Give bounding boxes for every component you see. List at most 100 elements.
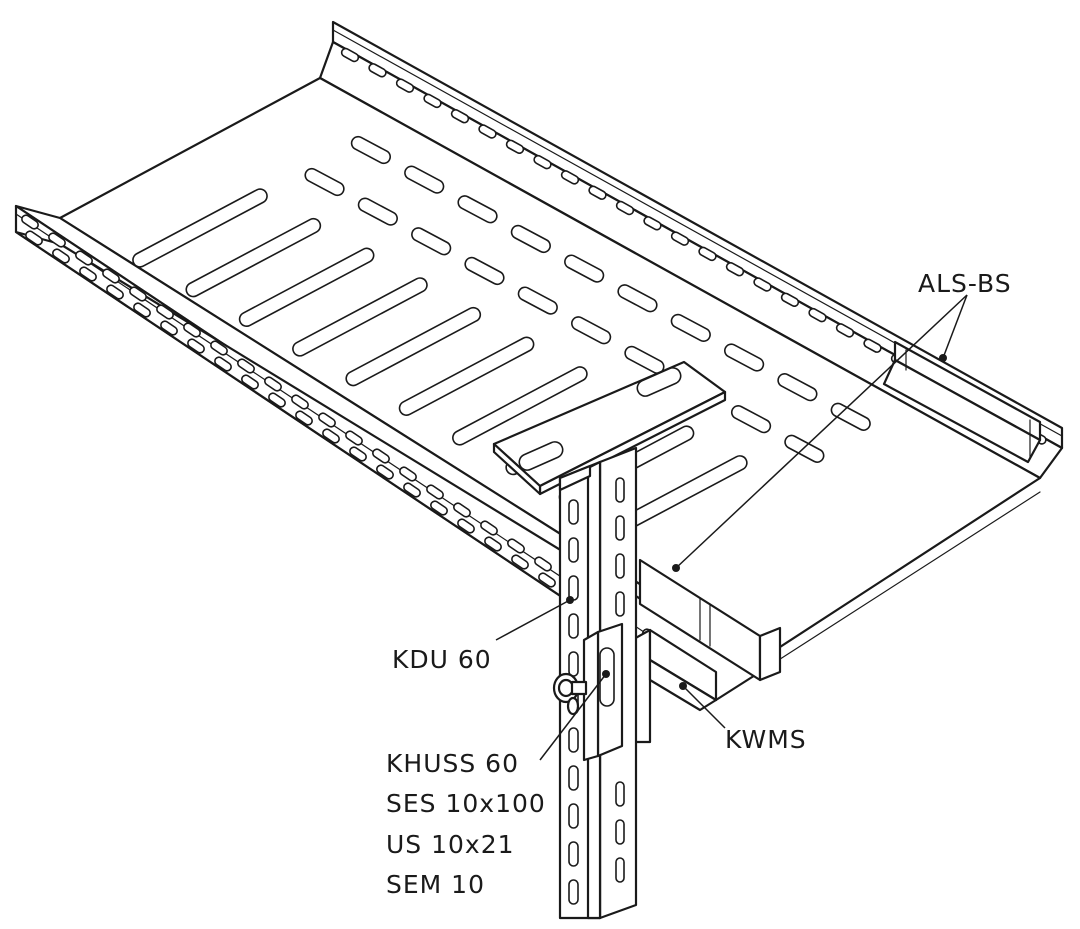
far-wall-slot [588,185,607,200]
profile-slot [568,803,579,829]
label-us: US 10x21 [386,830,515,859]
floor-slot-long [132,188,268,268]
near-wall-slot-lower [133,302,151,318]
near-wall-slot-lower [430,500,448,516]
profile-slot [568,765,579,791]
profile-slot [568,613,579,639]
floor-slot-short [457,195,498,224]
near-wall-slot-upper [291,394,309,410]
profile-slot [615,591,625,617]
cable-tray [14,20,1064,702]
near-wall-slot-upper [237,358,255,374]
near-wall-slot-lower [187,338,205,354]
floor-slot-short [724,343,765,372]
near-wall-slot-lower [25,230,43,246]
far-wall-slot [725,261,745,277]
far-wall-slot [753,277,772,292]
floor-slot-short [624,345,665,374]
floor-slot-short [571,316,612,345]
far-wall-slot [340,47,360,63]
label-khuss: KHUSS 60 [386,749,519,778]
far-wall-slot [808,307,827,323]
label-als-bs: ALS-BS [918,269,1012,298]
floor-slot-short [517,286,558,315]
far-wall-slot [643,216,662,231]
bolt-assembly [552,672,588,716]
near-wall-slot-lower [349,446,367,462]
near-wall-slot-upper [156,304,174,320]
near-wall-slot-upper [534,556,552,572]
far-wall-slot [698,246,717,262]
floor-slots [132,135,871,535]
near-wall-slot-upper [453,502,471,518]
floor-slot-short [304,167,345,197]
profile-slot [568,537,579,563]
profile-slot [615,515,625,541]
als-bs-connector-far [882,340,1042,464]
near-wall-slot-lower [484,536,502,552]
floor-slot-short [357,197,398,226]
near-wall-slot-lower [457,518,475,534]
far-wall-slot [368,63,387,78]
floor-slot-short [784,434,825,463]
profile-slot [615,857,625,883]
profile-slot [615,781,625,807]
floor-slot-long [292,277,428,357]
near-wall-slot-upper [21,214,39,230]
floor-slot-long [452,366,588,446]
profile-slots-side [615,477,625,883]
als-bs-connector-near [638,558,782,682]
leader-lines [495,294,968,761]
label-ses: SES 10x100 [386,789,546,818]
near-wall-slot-upper [183,322,201,338]
near-wall-slot-lower [106,284,124,300]
near-wall-slot-lower [268,392,286,408]
label-kdu: KDU 60 [392,645,492,674]
label-sem: SEM 10 [386,870,485,899]
near-wall-slot-upper [129,286,147,302]
floor-slot-long [398,336,535,416]
floor-slot-short [564,254,605,283]
floor-slot-long [345,306,482,387]
floor-slot-short [670,313,711,342]
far-wall-slot [560,170,580,185]
near-wall-slot-upper [264,376,282,392]
floor-slot-short [730,405,772,434]
profile-slot [568,879,579,905]
near-wall-slot-lower [160,320,178,336]
near-wall-slot-upper [372,448,390,464]
floor-slot-short [464,256,505,286]
near-wall-slot-upper [318,412,336,428]
floor-slot-short [350,135,392,165]
far-wall-slot [863,338,882,353]
floor-slot-short [830,402,871,431]
far-wall-slot [450,108,470,124]
near-wall-slot-lower [52,248,70,264]
floor-slot-short [510,224,551,254]
floor-slot-long [238,247,375,328]
far-wall-slot [670,231,690,246]
profile-slot [615,553,625,579]
near-wall-slot-upper [48,232,66,248]
near-wall-slot-upper [75,250,93,266]
label-kwms: KWMS [725,725,807,754]
profile-slot [568,499,579,525]
far-wall-slot [835,323,855,338]
clamp-khuss [582,622,624,762]
far-wall-slot [615,200,635,216]
floor-slot-short [411,227,452,256]
near-wall-slot-lower [322,428,340,444]
near-wall-slot-upper [480,520,498,536]
floor-slot-long [185,217,322,298]
near-wall-slot-upper [507,538,525,554]
near-wall-slot-upper [399,466,417,482]
profile-slot [615,477,625,503]
near-wall-slot-lower [79,266,97,282]
near-wall-slot-upper [345,430,363,446]
floor-slot-short [617,284,658,313]
near-wall-slot-upper [210,340,228,356]
near-wall-slot-upper [426,484,444,500]
far-wall-slot [478,124,497,139]
near-wall-slot-lower [214,356,232,372]
